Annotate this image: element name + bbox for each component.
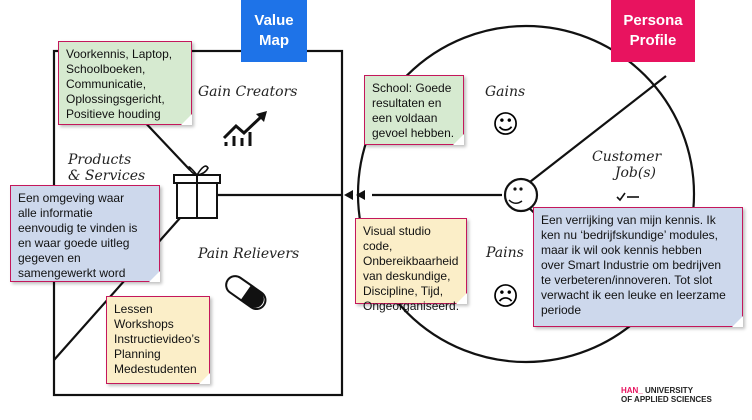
products-note: Een omgeving waar alle informatie eenvou… <box>10 185 160 282</box>
pains-note: Visual studio code, Onbereikbaarheid van… <box>355 218 467 313</box>
value-map-tag-text: Value Map <box>254 12 294 49</box>
han-logo-mark: HAN_ <box>621 386 643 395</box>
pill-icon <box>225 275 267 311</box>
persona-divider-top <box>525 75 667 186</box>
han-logo-university: UNIVERSITY <box>645 386 694 395</box>
pain-relievers-note: Lessen Workshops Instructievideo’s Plann… <box>106 296 210 384</box>
gains-note-text: School: Goede resultaten en een voldaan … <box>372 81 455 140</box>
products-services-label: Products & Services <box>68 152 146 184</box>
customer-jobs-note: Een verrijking van mijn kennis. Ik ken n… <box>533 207 743 327</box>
smiley-sad-icon: ☹ <box>492 282 520 312</box>
customer-jobs-label: Customer Job(s) <box>592 149 662 181</box>
arrowhead-left <box>356 190 365 200</box>
pain-relievers-note-text: Lessen Workshops Instructievideo’s Plann… <box>114 302 200 376</box>
trend-chart-icon <box>222 111 267 146</box>
customer-face-icon <box>503 177 539 213</box>
persona-profile-tag: Persona Profile <box>611 0 695 62</box>
gain-creators-label: Gain Creators <box>198 84 298 100</box>
note-fold <box>199 373 210 384</box>
han-logo: HAN_ UNIVERSITY OF APPLIED SCIENCES <box>621 386 712 404</box>
customer-jobs-note-text: Een verrijking van mijn kennis. Ik ken n… <box>541 213 726 317</box>
gains-note: School: Goede resultaten en een voldaan … <box>364 75 464 145</box>
note-fold <box>456 293 467 304</box>
note-fold <box>453 134 464 145</box>
products-note-text: Een omgeving waar alle informatie eenvou… <box>18 191 138 280</box>
pains-note-text: Visual studio code, Onbereikbaarheid van… <box>363 224 460 313</box>
gain-creators-note: Voorkennis, Laptop, Schoolboeken, Commun… <box>58 41 192 125</box>
persona-profile-tag-text: Persona Profile <box>623 12 683 49</box>
checklist-icon <box>616 192 639 202</box>
note-fold <box>149 271 160 282</box>
note-fold <box>732 316 743 327</box>
gain-creators-note-text: Voorkennis, Laptop, Schoolboeken, Commun… <box>66 47 173 121</box>
han-logo-applied: OF APPLIED SCIENCES <box>621 395 712 404</box>
smiley-happy-icon: ☺ <box>492 110 520 140</box>
pains-label: Pains <box>486 245 524 261</box>
pain-relievers-label: Pain Relievers <box>198 246 300 262</box>
gains-label: Gains <box>485 84 526 100</box>
gift-icon <box>173 165 221 219</box>
arrowhead-right <box>344 190 353 200</box>
value-map-tag: Value Map <box>241 0 307 62</box>
note-fold <box>181 114 192 125</box>
